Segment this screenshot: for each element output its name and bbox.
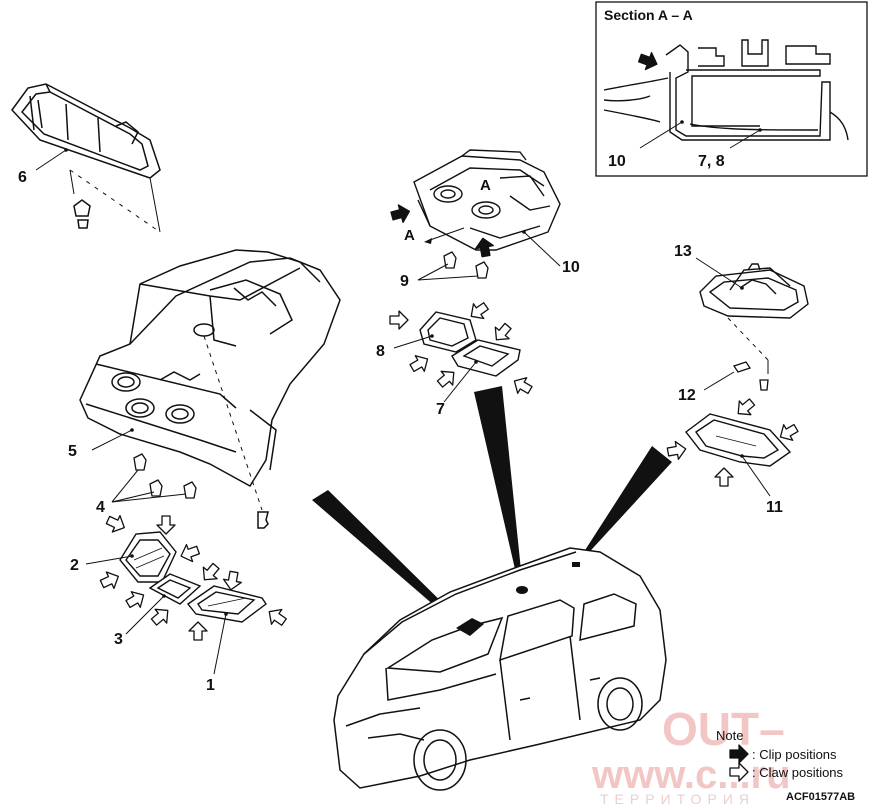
part-10-console bbox=[413, 149, 561, 251]
section-label-7-8: 7, 8 bbox=[698, 153, 725, 170]
figure-code: ACF01577AB bbox=[786, 791, 855, 803]
part-13-room-lamp bbox=[699, 263, 809, 374]
part-label-13: 13 bbox=[674, 243, 692, 260]
vehicle-outline bbox=[333, 547, 667, 791]
part-label-2: 2 bbox=[70, 557, 79, 574]
section-a-a-box: Section A – A 10 7, 8 bbox=[595, 1, 868, 177]
clip-arrow-10a bbox=[389, 201, 413, 226]
section-label-10: 10 bbox=[608, 153, 626, 170]
note-claw-positions: : Claw positions bbox=[752, 765, 844, 780]
part-label-1: 1 bbox=[206, 677, 215, 694]
part-label-10: 10 bbox=[562, 259, 580, 276]
note-legend: Note : Clip positions : Claw positions bbox=[716, 728, 844, 782]
part-label-6: 6 bbox=[18, 169, 27, 186]
section-mark-a-left: A bbox=[404, 227, 415, 244]
part-label-12: 12 bbox=[678, 387, 696, 404]
part-2-lens bbox=[119, 531, 177, 583]
part-label-7: 7 bbox=[436, 401, 445, 418]
part-label-3: 3 bbox=[114, 631, 123, 648]
lens-claw-arrows bbox=[97, 511, 290, 641]
vehicle-lamp-markers bbox=[456, 562, 580, 636]
watermark: OUT– www.c...ru ТЕРРИТОРИЯ bbox=[591, 703, 791, 807]
note-title: Note bbox=[716, 728, 743, 743]
watermark-line1: OUT– bbox=[662, 703, 785, 755]
part-3-bezel bbox=[148, 573, 202, 605]
section-drawing bbox=[603, 39, 849, 141]
part-1-lens bbox=[186, 585, 267, 623]
part-6-assembly bbox=[11, 83, 161, 233]
part-7-bezel bbox=[451, 339, 521, 377]
part-label-9: 9 bbox=[400, 273, 409, 290]
watermark-line2: www.c...ru bbox=[591, 753, 791, 797]
note-clip-positions: : Clip positions bbox=[752, 747, 837, 762]
part-12-bulb bbox=[732, 361, 769, 391]
part-8-lens bbox=[419, 311, 477, 353]
location-pointers bbox=[312, 386, 672, 626]
part-label-5: 5 bbox=[68, 443, 77, 460]
watermark-line3: ТЕРРИТОРИЯ bbox=[600, 791, 755, 807]
part-5-console bbox=[79, 249, 341, 529]
section-mark-a-top: A bbox=[480, 177, 491, 194]
section-title: Section A – A bbox=[604, 7, 693, 23]
part-11-lens bbox=[685, 413, 792, 467]
part-label-8: 8 bbox=[376, 343, 385, 360]
part-label-11: 11 bbox=[766, 499, 783, 516]
part-label-4: 4 bbox=[96, 499, 105, 516]
part-4-clips bbox=[133, 453, 197, 499]
